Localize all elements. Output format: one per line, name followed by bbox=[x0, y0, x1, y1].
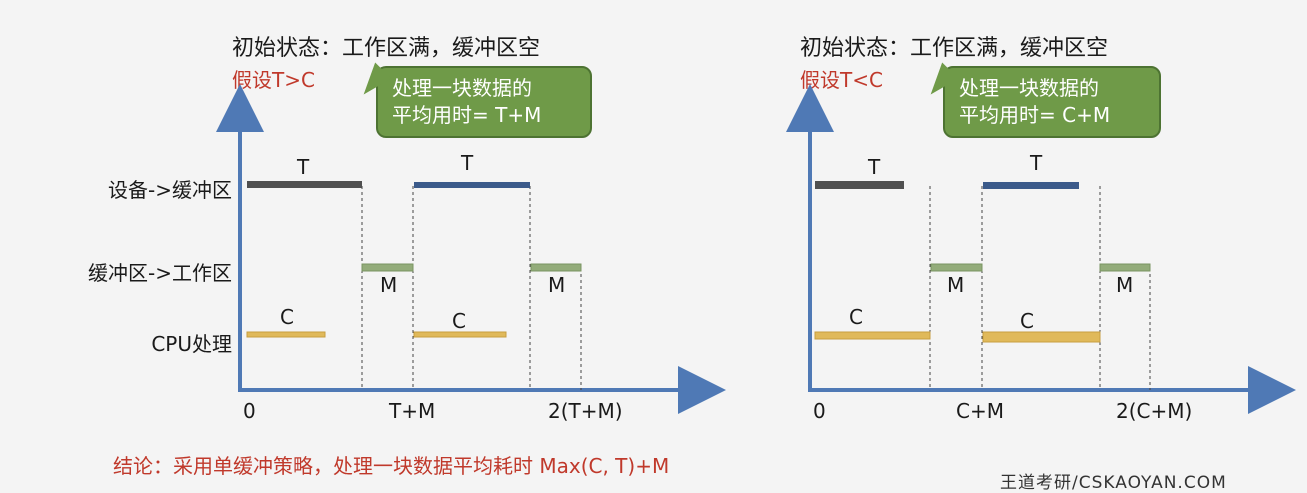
panel1-callout: 处理一块数据的 平均用时= T+M bbox=[352, 59, 592, 138]
panel1-initial-state: 初始状态：工作区满，缓冲区空 bbox=[232, 36, 541, 61]
panel1-callout-line2: 平均用时= T+M bbox=[392, 103, 542, 127]
panel2-label-m1: M bbox=[947, 273, 964, 297]
panel1-label-t2: T bbox=[460, 151, 474, 175]
panel1-callout-line1: 处理一块数据的 bbox=[392, 76, 532, 100]
panel1-buffer-bar-2 bbox=[530, 263, 582, 272]
panel1-buffer-bar-1 bbox=[361, 263, 414, 272]
panel2-buffer-bar-2 bbox=[1099, 263, 1151, 272]
panel1-tick-2: 2(T+M) bbox=[548, 399, 623, 423]
conclusion-text: 结论：采用单缓冲策略，处理一块数据平均耗时 Max(C, T)+M bbox=[113, 454, 670, 478]
panel2-tick-0: 0 bbox=[813, 399, 826, 423]
panel1-label-m1: M bbox=[380, 273, 397, 297]
panel2-tick-2: 2(C+M) bbox=[1116, 399, 1192, 423]
panel1-tick-0: 0 bbox=[243, 399, 256, 423]
panel2-label-t1: T bbox=[867, 155, 881, 179]
panel1-device-bar-2 bbox=[414, 182, 530, 188]
panel1-tick-1: T+M bbox=[388, 399, 435, 423]
panel1-device-bar-1 bbox=[247, 181, 362, 188]
panel2-label-t2: T bbox=[1029, 151, 1043, 175]
row-label-cpu: CPU处理 bbox=[151, 332, 232, 356]
panel1-label-m2: M bbox=[548, 273, 565, 297]
row-label-device-to-buffer: 设备->缓冲区 bbox=[108, 178, 232, 202]
panel1-label-t1: T bbox=[296, 155, 310, 179]
panel2-label-m2: M bbox=[1116, 273, 1133, 297]
row-label-buffer-to-work: 缓冲区->工作区 bbox=[88, 261, 232, 285]
panel2-buffer-bar-1 bbox=[930, 263, 983, 272]
panel2-label-c2: C bbox=[1020, 309, 1034, 333]
panel1-label-c1: C bbox=[280, 305, 294, 329]
panel1-cpu-bar-2 bbox=[413, 331, 507, 338]
panel2-initial-state: 初始状态：工作区满，缓冲区空 bbox=[800, 36, 1109, 61]
panel2-cpu-bar-1 bbox=[814, 331, 931, 340]
panel2-callout-line2: 平均用时= C+M bbox=[959, 103, 1111, 127]
panel2-device-bar-1 bbox=[815, 181, 904, 189]
panel2-cpu-bar-2 bbox=[982, 331, 1101, 343]
panel2-callout-line1: 处理一块数据的 bbox=[959, 76, 1099, 100]
panel1-cpu-bar-1 bbox=[246, 331, 326, 338]
panel2-tick-1: C+M bbox=[956, 399, 1004, 423]
panel2-device-bar-2 bbox=[983, 182, 1079, 189]
panel1-label-c2: C bbox=[452, 309, 466, 333]
watermark-text: 王道考研/CSKAOYAN.COM bbox=[1000, 473, 1227, 493]
panel2-callout: 处理一块数据的 平均用时= C+M bbox=[919, 59, 1161, 138]
panel2-label-c1: C bbox=[849, 305, 863, 329]
